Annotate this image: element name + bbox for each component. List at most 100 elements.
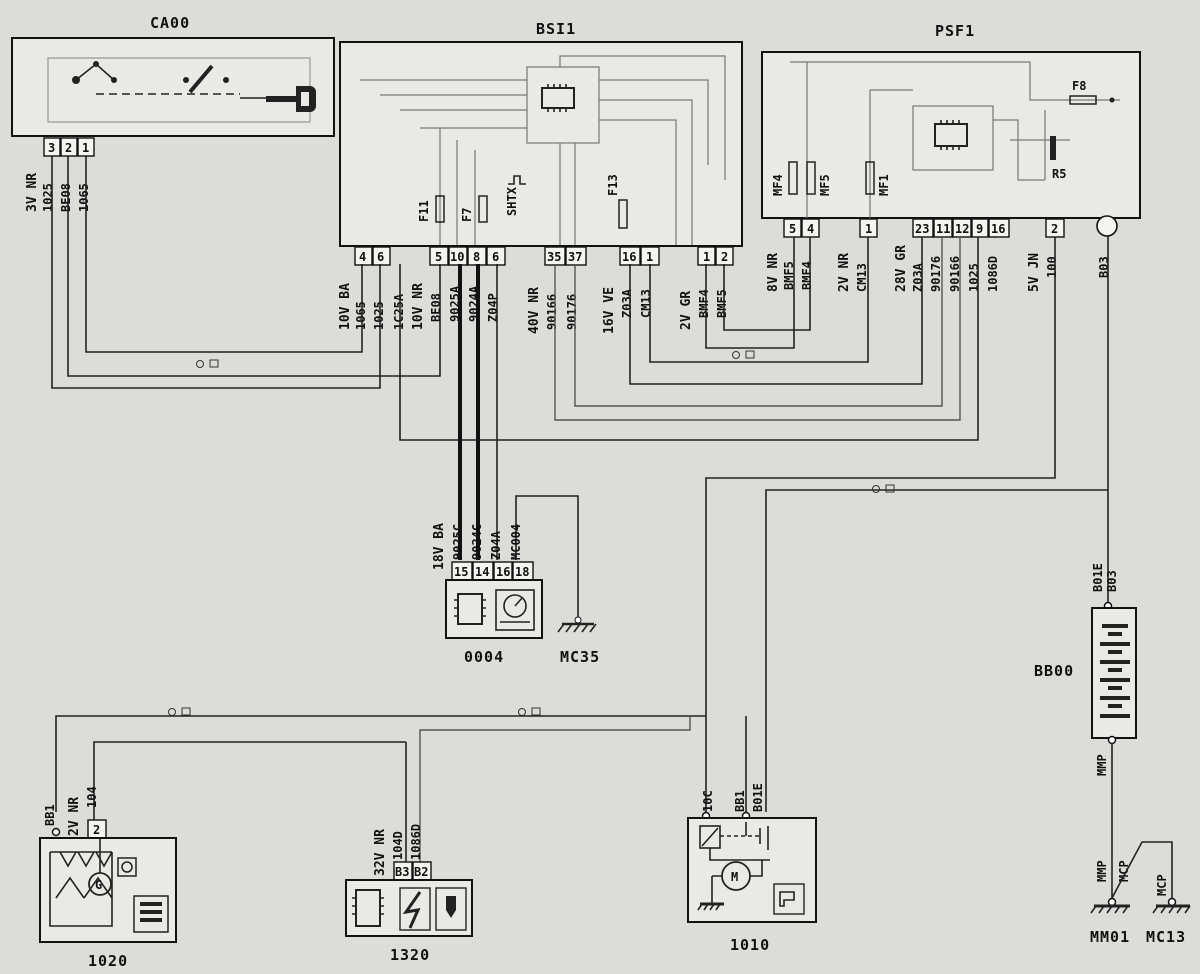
- wire-label: 100: [1045, 256, 1059, 278]
- pin: 11: [936, 222, 950, 236]
- mc13-label: MC13: [1146, 928, 1186, 946]
- wire-colour-label: 2V NR: [837, 253, 852, 292]
- battery-icon: [1100, 624, 1130, 718]
- pin: 1: [646, 250, 653, 264]
- wire-label: 1025: [372, 301, 386, 330]
- pin: 6: [492, 250, 499, 264]
- injector-icon: [435, 887, 467, 931]
- wire-label: 9025C: [451, 524, 465, 560]
- wire-label: 1065: [354, 301, 368, 330]
- wire-label: 1086D: [986, 256, 1000, 292]
- ground-mc13: MCP MC13: [1146, 874, 1191, 946]
- cluster-chip-icon: [454, 593, 486, 625]
- wire-label: MC004: [509, 524, 523, 560]
- wire-colour-label: 5V JN: [1027, 253, 1042, 292]
- ca00-wire: 1065: [77, 183, 91, 212]
- pin: 14: [475, 565, 489, 579]
- bsi-fuse-icon: [435, 195, 445, 223]
- psf1-label: PSF1: [935, 22, 975, 40]
- wire-label: Z03A: [620, 288, 634, 318]
- wire-label: MCP: [1117, 860, 1131, 882]
- svg-text:G: G: [95, 878, 102, 892]
- wire-colour-label: 40V NR: [527, 287, 542, 334]
- pin: 1: [703, 250, 710, 264]
- wire-label: BB1: [43, 804, 57, 826]
- c1020-label: 1020: [88, 952, 128, 970]
- wire-label: B03: [1105, 570, 1119, 592]
- pin: 2: [93, 823, 100, 837]
- pin: 9: [976, 222, 983, 236]
- harness-marker-icon: [196, 359, 219, 368]
- psf1-eyelet-connector: [1096, 215, 1118, 237]
- wire-colour-label: 10V BA: [338, 283, 353, 330]
- key-icon: [266, 86, 316, 112]
- wire-colour-label: 16V VE: [602, 287, 617, 334]
- c1010-label: 1010: [730, 936, 770, 954]
- pin: 12: [955, 222, 969, 236]
- pin: 4: [807, 222, 814, 236]
- wire-label: MMP: [1095, 754, 1109, 776]
- ca00-wire: BE08: [59, 183, 73, 212]
- solenoid-relay-icon: [699, 822, 770, 861]
- wire-label: B01E: [1091, 563, 1105, 592]
- bb00-component: B01E B03 BB00 MMP: [1034, 563, 1137, 898]
- wire-label: Z03A: [911, 262, 925, 292]
- psf-fuse-label: F8: [1072, 79, 1086, 93]
- wire-label: 90166: [545, 294, 559, 330]
- bsi1-connector-b: 5 10 8 6: [429, 246, 506, 266]
- pin: 16: [622, 250, 636, 264]
- wire-label: 10C: [701, 790, 715, 812]
- wire-label: 9024C: [470, 524, 484, 560]
- pin: 2: [1051, 222, 1058, 236]
- gauge-icon: [495, 589, 535, 631]
- wire-colour-label: 2V GR: [679, 291, 694, 330]
- mc35-label: MC35: [560, 648, 600, 666]
- bsi-fuse-label: F7: [460, 208, 474, 222]
- wire-label: BE08: [429, 293, 443, 322]
- psf-fuse-label: MF5: [818, 174, 832, 196]
- wire-colour-label: 10V NR: [411, 283, 426, 330]
- c1020-wire-colour: 2V NR: [67, 797, 82, 836]
- wire-label: Z04P: [486, 293, 500, 322]
- psf-fuse-label: MF1: [877, 174, 891, 196]
- pin: 5: [435, 250, 442, 264]
- wire-label: 1025: [967, 263, 981, 292]
- ca00-component: CA00 3 2 1 3V NR 1025 BE08 1065: [11, 14, 335, 212]
- psf-fuse-icon: [806, 161, 816, 195]
- psf-fuse-icon: [788, 161, 798, 195]
- bsi1-component: BSI1 F11 F7 F13 SHTX: [339, 20, 743, 247]
- bb00-label: BB00: [1034, 662, 1074, 680]
- ca00-pin: 2: [65, 141, 72, 155]
- psf1-connector-c: 23 11 12 9 16: [912, 218, 1010, 238]
- c1010-component: 10C BB1 B01E M 1010: [687, 783, 817, 954]
- pin: 4: [359, 250, 366, 264]
- wire-label: B03: [1097, 256, 1111, 278]
- rectifier-icon: [49, 851, 113, 927]
- pin: 37: [568, 250, 582, 264]
- wire-label: BMF4: [800, 261, 814, 290]
- wire-label: CM13: [855, 263, 869, 292]
- pin: 18: [515, 565, 529, 579]
- ca00-connector: 3 2 1: [43, 137, 95, 157]
- bsi-fuse-label: F13: [606, 174, 620, 196]
- c0004-label: 0004: [464, 648, 504, 666]
- pin: B2: [414, 865, 428, 879]
- psf-relay-label: R5: [1052, 167, 1066, 181]
- harness-marker-icon: [732, 350, 755, 359]
- wire-label: BB1: [733, 790, 747, 812]
- ecu-chip-icon: [352, 889, 384, 927]
- wire-label: MCP: [1155, 874, 1169, 896]
- svg-text:M: M: [731, 870, 738, 884]
- bsi-fuse-icon: [618, 199, 628, 229]
- wire-label: BMF5: [715, 289, 729, 318]
- c1320-component: 32V NR 104D 1086D B3 B2 1320: [345, 824, 473, 964]
- starter-motor-icon: M: [697, 860, 763, 911]
- pin: 15: [454, 565, 468, 579]
- wire-label: BMF4: [697, 289, 711, 318]
- wire-label: Z04A: [489, 530, 503, 560]
- harness-marker-icon: [872, 484, 895, 493]
- bsi1-connector-c: 35 37: [544, 246, 587, 266]
- wire-label: 90166: [948, 256, 962, 292]
- wire-label: B01E: [751, 783, 765, 812]
- ca00-label: CA00: [150, 14, 190, 32]
